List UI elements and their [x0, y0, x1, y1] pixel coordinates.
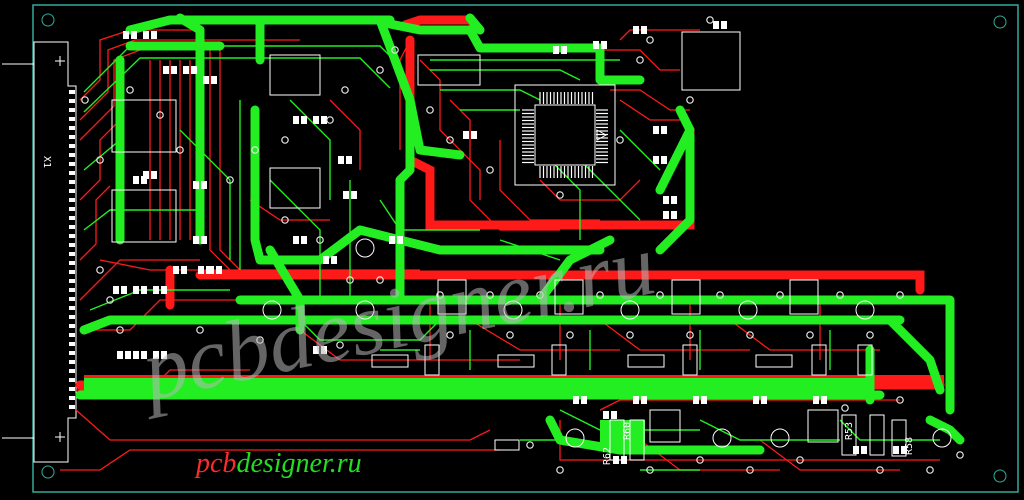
- bottom-copper-pour: [84, 378, 874, 450]
- ic-u4-soic: [269, 167, 321, 209]
- connector-pads: [69, 90, 75, 409]
- vias: [81, 16, 964, 474]
- board-outline: [32, 4, 1019, 493]
- rs485-transceivers: [262, 238, 952, 448]
- mounting-hole-bottom-left: [41, 465, 55, 479]
- refdes-labels: R62 R60 R53 R58: [602, 422, 915, 465]
- mounting-hole-bottom-right: [993, 469, 1007, 483]
- refdes-r58: R58: [904, 437, 915, 455]
- connector-label: X1: [41, 156, 52, 168]
- crystal-box: [681, 31, 741, 91]
- mounting-hole-top-right: [993, 15, 1007, 29]
- smd-pads: [113, 21, 907, 464]
- ic-u3-soic: [269, 54, 321, 96]
- watermark-footer-red: pcb: [196, 448, 237, 479]
- edge-connector-x1: X1: [2, 41, 77, 463]
- ic-u1-soic: [111, 99, 177, 153]
- watermark-footer-green: designer.ru: [236, 448, 362, 479]
- refdes-r60: R60: [622, 422, 633, 440]
- ic-u2-soic: [111, 189, 177, 243]
- bottom-copper-power-rails: [75, 13, 965, 455]
- watermark-footer: pcbdesigner.ru: [196, 448, 362, 480]
- refdes-r62: R62: [602, 447, 613, 465]
- top-copper-traces: [60, 29, 940, 471]
- jtag-header: [417, 54, 481, 86]
- mounting-hole-top-left: [41, 13, 55, 27]
- refdes-r53: R53: [844, 422, 855, 440]
- resistor-outlines: [371, 279, 907, 461]
- mcu-qfp: [514, 84, 616, 186]
